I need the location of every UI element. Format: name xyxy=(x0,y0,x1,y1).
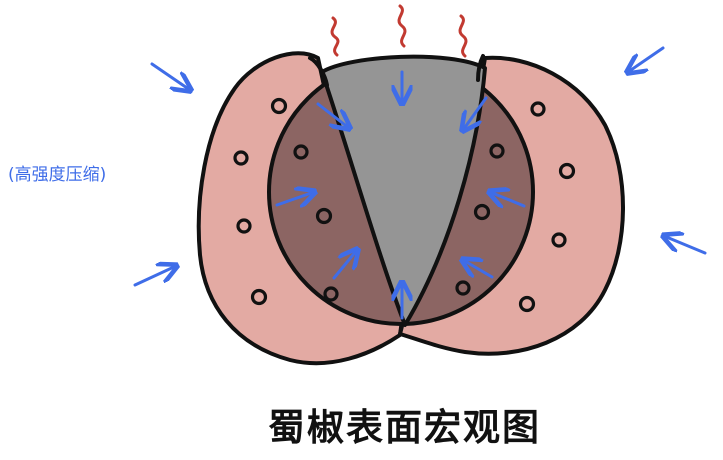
oil-gland-dot xyxy=(315,207,333,225)
oil-gland-dot xyxy=(233,150,249,166)
core-region xyxy=(320,54,487,327)
inner-pressure-arrows xyxy=(275,70,526,320)
arrow-icon xyxy=(463,260,494,279)
oil-gland-dot xyxy=(489,143,505,159)
oil-gland-dot xyxy=(518,295,536,313)
heat-waves xyxy=(330,4,468,58)
compression-label: (高强度压缩) xyxy=(8,165,106,185)
oil-gland-dot xyxy=(455,280,471,296)
wavy-heat-icon xyxy=(330,16,340,57)
oil-gland-dot xyxy=(558,162,576,180)
oil-gland-dot xyxy=(473,203,491,221)
arrow-icon xyxy=(664,236,707,255)
arrow-icon xyxy=(490,192,526,206)
oil-gland-dot xyxy=(530,101,546,117)
outer-pressure-arrows xyxy=(133,46,707,287)
arrow-icon xyxy=(150,62,190,90)
diagram-caption: 蜀椒表面宏观图 xyxy=(268,406,541,449)
right-skin-edge xyxy=(476,54,485,82)
wavy-heat-icon xyxy=(397,4,407,48)
oil-gland-dot xyxy=(270,97,288,115)
oil-gland-dot xyxy=(323,286,339,302)
left-skin-edge xyxy=(308,56,329,87)
oil-gland-dot xyxy=(551,232,567,248)
arrow-icon xyxy=(275,192,314,205)
arrow-icon xyxy=(133,266,176,287)
arrow-icon xyxy=(463,96,488,130)
outer-skin-dots xyxy=(233,97,576,313)
oil-gland-dot xyxy=(293,144,309,160)
oil-gland-dot xyxy=(250,288,268,306)
arrow-icon xyxy=(628,46,665,72)
inner-ring-dots xyxy=(293,143,505,302)
oil-gland-dot xyxy=(236,218,252,234)
wavy-heat-icon xyxy=(458,14,468,58)
arrow-icon xyxy=(316,102,349,128)
arrow-icon xyxy=(332,250,357,280)
